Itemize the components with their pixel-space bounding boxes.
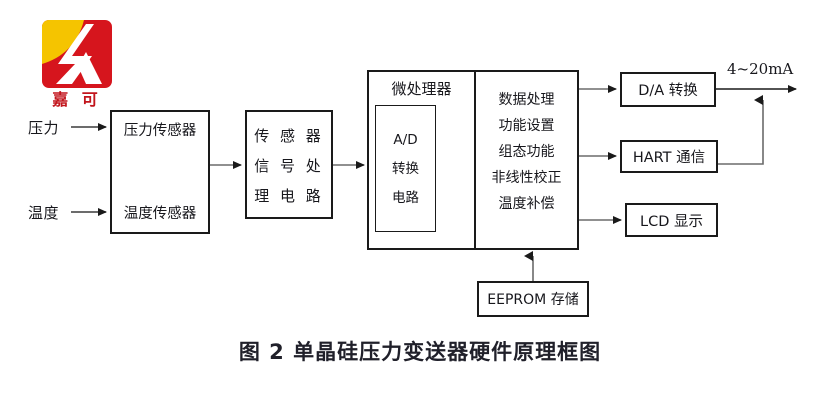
mcu-function-5: 温度补偿 [498,196,555,212]
mcu-function-3: 组态功能 [498,144,555,160]
block-eeprom-storage: EEPROM 存储 [477,281,589,317]
hart-label: HART 通信 [632,150,706,166]
block-signal-conditioning: 传 感 器 信 号 处 理 电 路 [245,110,333,219]
adc-line-3: 电路 [392,189,419,206]
block-hart-communication: HART 通信 [620,140,718,173]
block-adc: A/D 转换 电路 [375,105,436,232]
lcd-label: LCD 显示 [640,213,703,230]
da-label: D/A 转换 [638,83,698,99]
signal-line-3: 理 电 路 [254,187,324,205]
block-microprocessor: 微处理器 A/D 转换 电路 数据处理 功能设置 组态功能 非线性校正 温度补偿 [367,70,579,250]
mcu-function-list: 数据处理 功能设置 组态功能 非线性校正 温度补偿 [476,72,577,248]
eeprom-label: EEPROM 存储 [487,292,579,308]
signal-line-1: 传 感 器 [254,127,324,145]
jiake-logo [42,20,112,88]
sensor-temperature-label: 温度传感器 [123,206,197,222]
mcu-function-1: 数据处理 [498,92,555,108]
mcu-title: 微处理器 [391,80,452,98]
block-lcd-display: LCD 显示 [625,203,718,237]
signal-line-2: 信 号 处 [254,157,324,175]
block-da-converter: D/A 转换 [620,72,716,107]
sensor-pressure-label: 压力传感器 [123,123,197,139]
block-sensors: 压力传感器 温度传感器 [110,110,210,234]
mcu-function-2: 功能设置 [498,118,555,134]
input-label-pressure: 压力 [28,119,60,137]
line-hart-to-loop [718,95,764,165]
current-loop-label: 4~20mA [727,60,794,78]
input-label-temperature: 温度 [28,204,60,222]
logo-wordmark: 嘉 可 [52,90,102,109]
mcu-function-4: 非线性校正 [491,170,562,186]
mcu-left-pane: 微处理器 A/D 转换 电路 [369,72,476,248]
figure-caption: 图 2 单晶硅压力变送器硬件原理框图 [238,340,602,364]
adc-line-2: 转换 [392,160,419,177]
adc-line-1: A/D [393,131,418,148]
